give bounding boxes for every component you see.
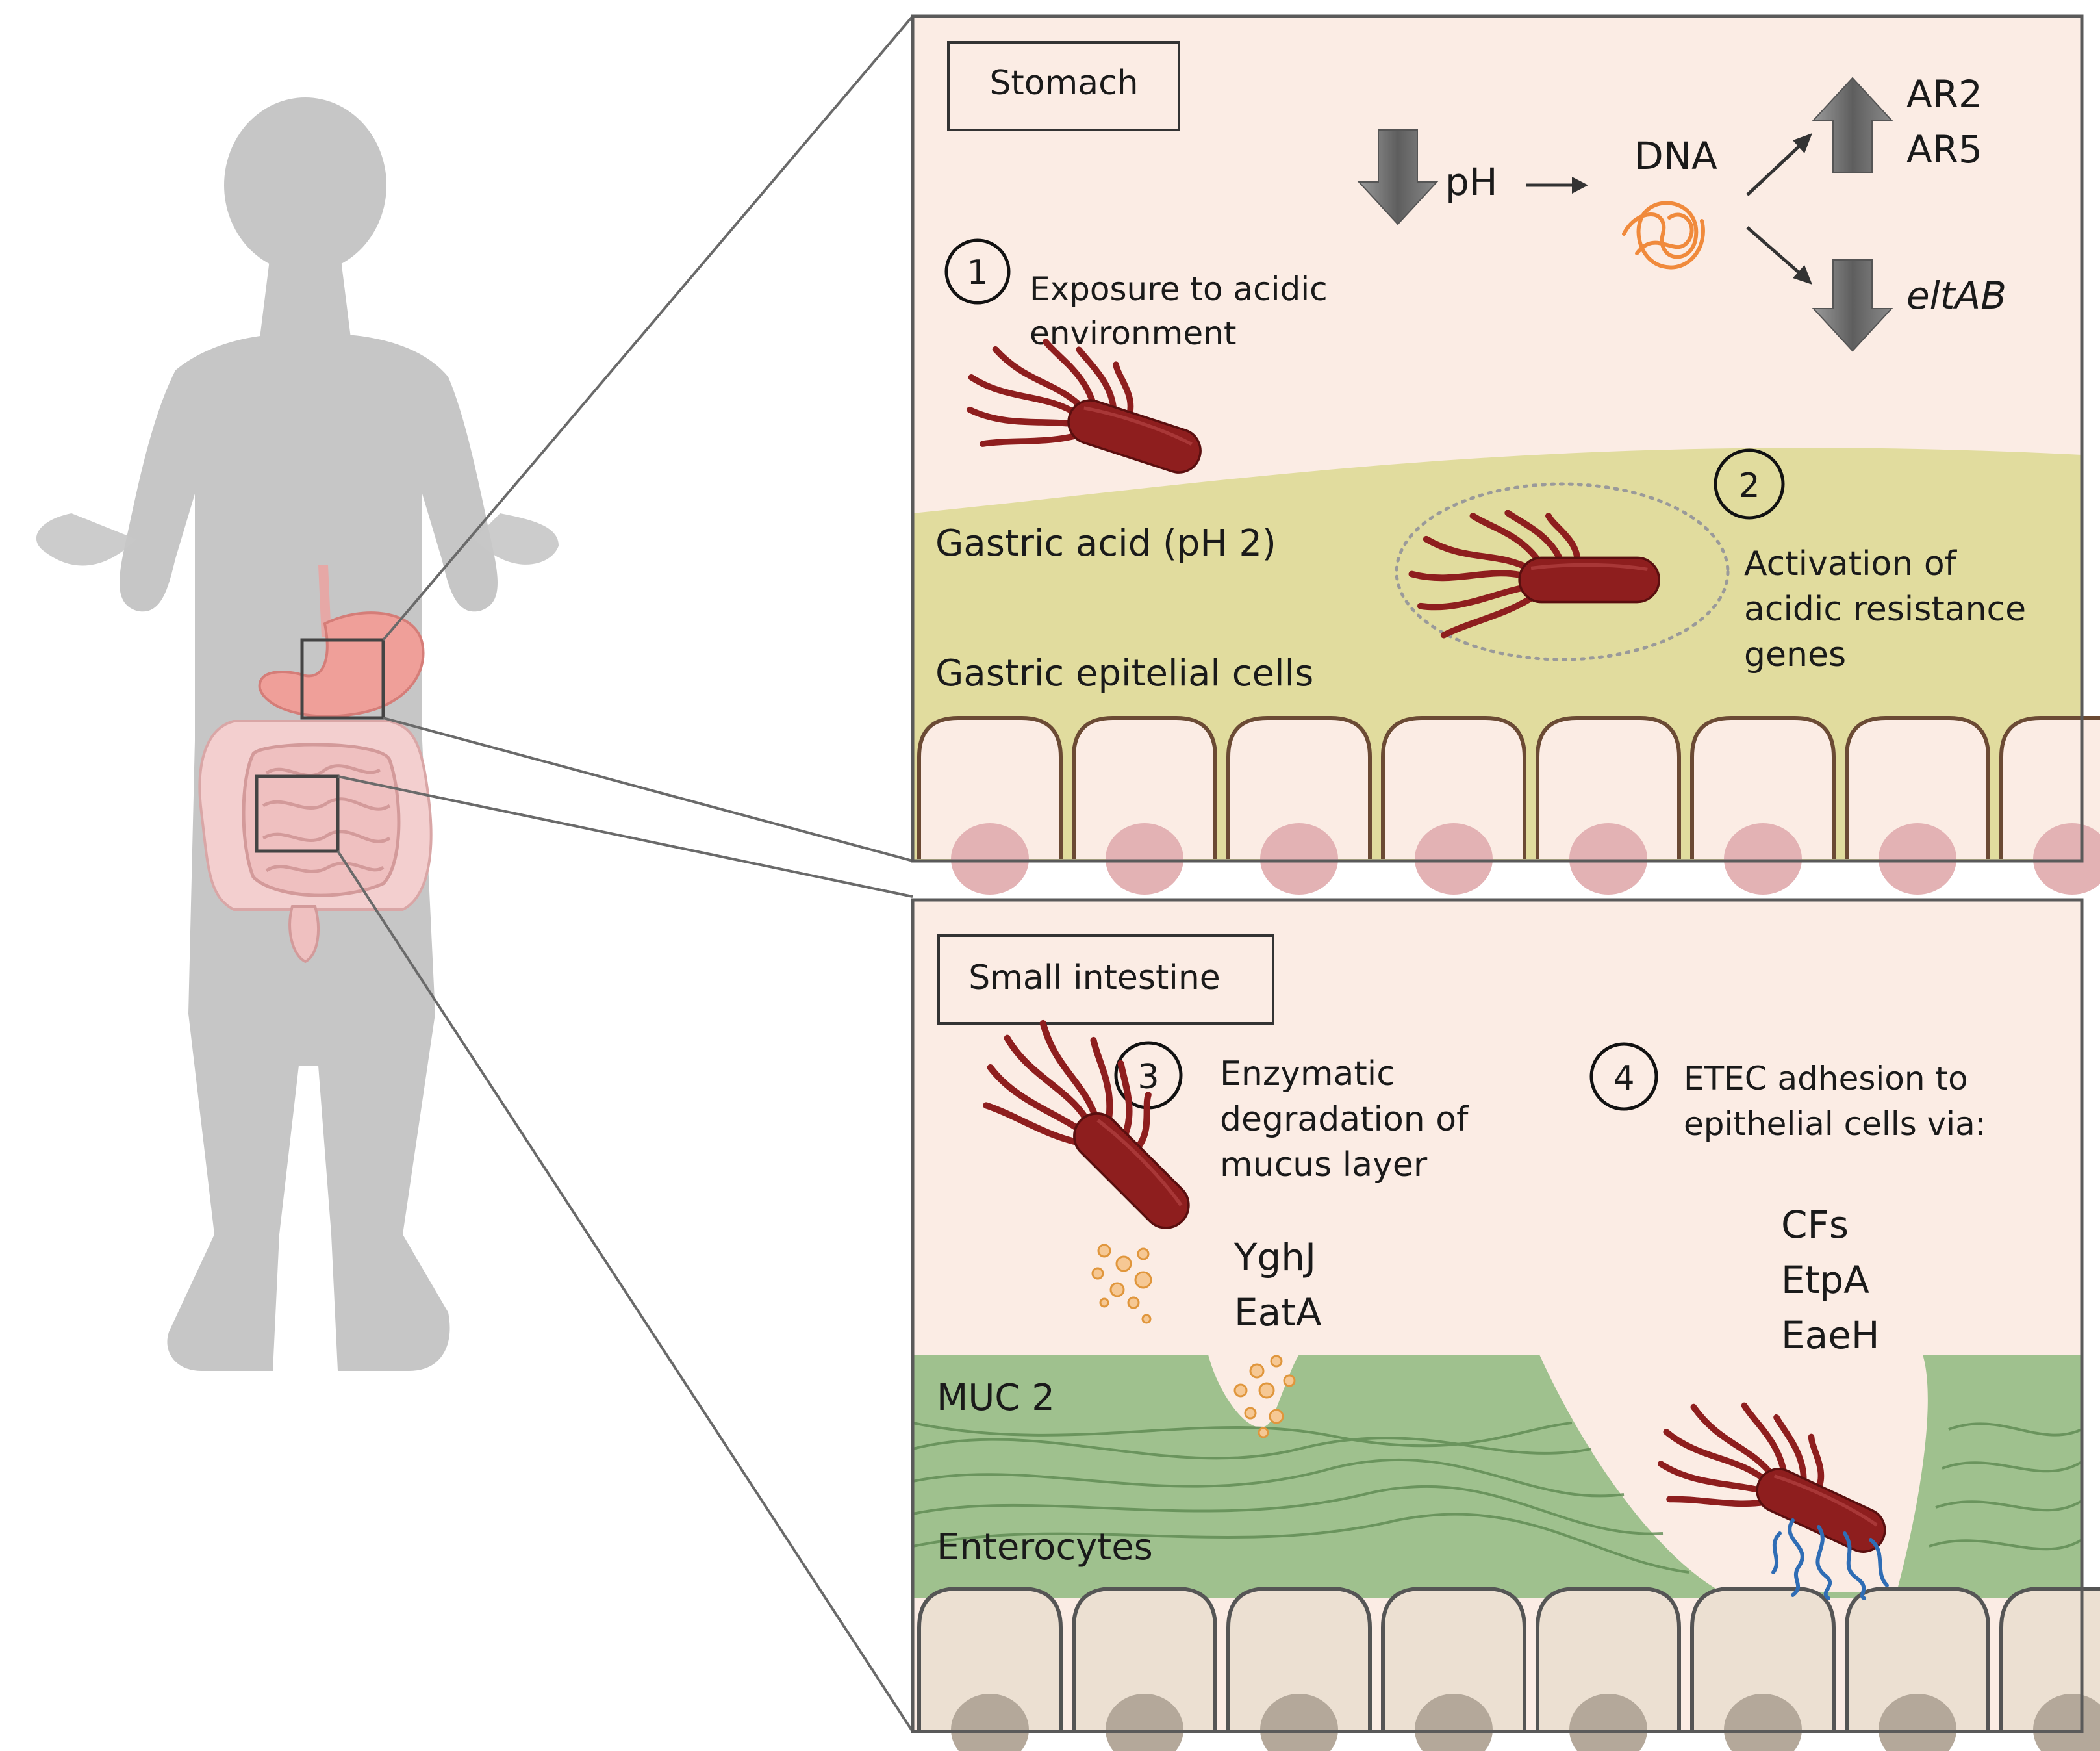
step3-text-line2: degradation of <box>1220 1100 1469 1139</box>
adhesin-3: EaeH <box>1781 1313 1880 1357</box>
enzyme-1: YghJ <box>1233 1235 1316 1279</box>
enzyme-particles <box>1091 1244 1296 1438</box>
gastric-cell <box>1381 716 1526 859</box>
gastric-cell-nucleus <box>1106 823 1183 895</box>
ph-to-dna-arrow <box>1526 177 1588 194</box>
ph-down-arrow <box>1357 129 1439 225</box>
enterocyte-nucleus <box>1106 1694 1183 1751</box>
gastric-epithelial-cells <box>917 716 2100 895</box>
gastric-cell <box>1072 716 1217 859</box>
gastric-cell <box>1226 716 1372 859</box>
intestine-title: Small intestine <box>968 958 1221 997</box>
upregulated-gene-1: AR2 <box>1906 72 1982 116</box>
enterocytes-label: Enterocytes <box>937 1526 1153 1568</box>
enterocyte <box>1226 1587 1372 1730</box>
ph-label: pH <box>1445 160 1497 204</box>
enterocyte-nucleus <box>1724 1694 1802 1751</box>
upregulation-arrow <box>1812 77 1893 173</box>
dna-icon <box>1622 201 1705 270</box>
gastric-cell-nucleus <box>1724 823 1802 895</box>
enterocyte-nucleus <box>1260 1694 1338 1751</box>
resistance-halo <box>1395 482 1730 661</box>
gastric-cell-nucleus <box>951 823 1029 895</box>
enterocyte <box>1845 1587 1990 1730</box>
enterocyte-nucleus <box>1879 1694 1956 1751</box>
dna-branch-arrows <box>1746 133 1812 285</box>
intestine-panel: Small intestine 3 Enzymatic degradation … <box>911 898 2100 1751</box>
enterocyte <box>1072 1587 1217 1730</box>
step3-marker: 3 <box>1114 1041 1183 1110</box>
step2-text-line3: genes <box>1744 635 1846 674</box>
step2-marker: 2 <box>1714 448 1785 520</box>
stomach-zoom-box <box>300 638 385 720</box>
gastric-cell <box>1690 716 1836 859</box>
enterocyte <box>1381 1587 1526 1730</box>
gastric-cell <box>917 716 1063 859</box>
step1-marker: 1 <box>944 238 1011 305</box>
adhesin-fibers <box>1771 1518 1889 1600</box>
rectum <box>288 905 320 964</box>
adhesin-1: CFs <box>1781 1203 1849 1247</box>
muc2-label: MUC 2 <box>937 1377 1055 1419</box>
step3-text-line3: mucus layer <box>1220 1145 1428 1184</box>
small-intestine <box>242 743 401 897</box>
gastric-cell-nucleus <box>1569 823 1647 895</box>
enterocyte-nucleus <box>951 1694 1029 1751</box>
gastric-cell-nucleus <box>1260 823 1338 895</box>
svg-text:3: 3 <box>1137 1058 1159 1097</box>
enterocyte-cells <box>917 1587 2100 1751</box>
zoom-lines <box>336 15 914 1733</box>
step3-text-line1: Enzymatic <box>1220 1054 1395 1093</box>
step1-text-line2: environment <box>1030 314 1236 352</box>
adhesin-2: EtpA <box>1781 1258 1869 1302</box>
step1-text-line1: Exposure to acidic <box>1030 270 1328 308</box>
enterocyte <box>1690 1587 1836 1730</box>
gastric-cell-nucleus <box>1415 823 1493 895</box>
intestine-zoom-box <box>255 774 340 853</box>
svg-text:1: 1 <box>967 253 988 292</box>
downregulation-arrow <box>1812 259 1893 352</box>
svg-text:2: 2 <box>1738 467 1760 505</box>
stomach-title-box: Stomach <box>947 41 1180 131</box>
step4-text-line2: epithelial cells via: <box>1684 1105 1986 1143</box>
enzyme-2: EatA <box>1234 1290 1322 1335</box>
gastric-cell <box>1845 716 1990 859</box>
stomach-title: Stomach <box>989 64 1138 103</box>
gastric-cell-nucleus <box>1879 823 1956 895</box>
step2-text-line2: acidic resistance <box>1744 590 2026 629</box>
gastric-cell <box>1536 716 1681 859</box>
upregulated-gene-2: AR5 <box>1906 127 1982 172</box>
intestine-title-box: Small intestine <box>937 934 1274 1025</box>
step4-marker: 4 <box>1589 1042 1658 1111</box>
enterocyte-nucleus <box>1569 1694 1647 1751</box>
svg-text:4: 4 <box>1613 1059 1634 1098</box>
dna-label: DNA <box>1634 134 1717 178</box>
gastric-acid-label: Gastric acid (pH 2) <box>935 522 1276 565</box>
step2-text-line1: Activation of <box>1744 544 1958 583</box>
enterocyte <box>1536 1587 1681 1730</box>
enterocyte <box>917 1587 1063 1730</box>
enterocyte-nucleus <box>1415 1694 1493 1751</box>
mucin-fibers <box>912 1422 2083 1574</box>
step4-text-line1: ETEC adhesion to <box>1684 1060 1968 1097</box>
gastric-cells-label: Gastric epitelial cells <box>935 652 1313 695</box>
esophagus <box>318 565 331 637</box>
downregulated-gene: eltAB <box>1906 274 2006 318</box>
stomach-panel: Stomach pH DNA AR2 AR5 eltAB 1 Exposure … <box>911 14 2100 895</box>
